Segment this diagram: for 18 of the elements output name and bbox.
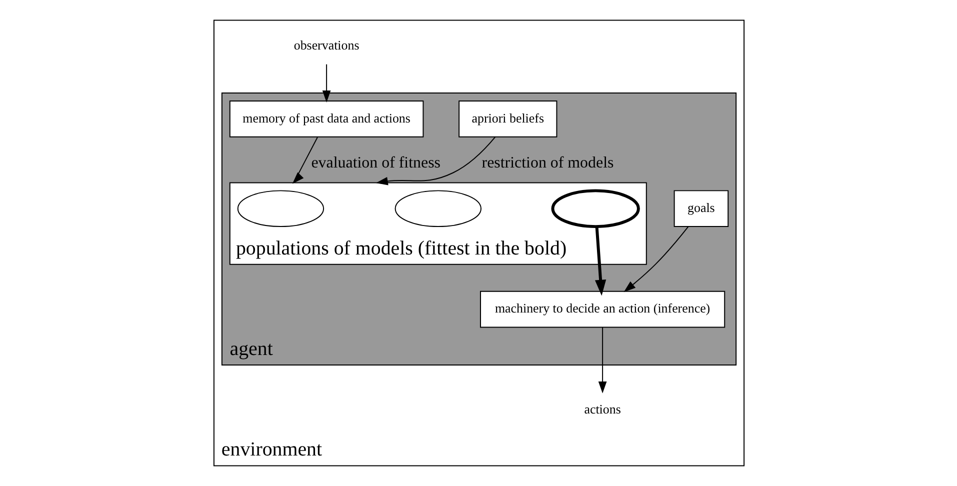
node-box: apriori beliefs bbox=[458, 100, 557, 138]
node-text: actions bbox=[584, 401, 620, 416]
cluster: populations of models (fittest in the bold) bbox=[228, 182, 646, 265]
arrow bbox=[598, 326, 606, 394]
edge-label: restriction of models bbox=[481, 154, 614, 172]
node-box: memory of past data and actions bbox=[228, 100, 424, 138]
node-ellipse bbox=[236, 190, 324, 228]
node-box: machinery to decide an action (inference) bbox=[480, 290, 725, 328]
arrow bbox=[322, 64, 330, 102]
arrow bbox=[594, 226, 606, 296]
edge-label: evaluation of fitness bbox=[310, 154, 440, 172]
arrow bbox=[375, 136, 496, 186]
arrow bbox=[623, 226, 688, 292]
node-text: observations bbox=[293, 38, 359, 53]
node-ellipse bbox=[394, 190, 481, 228]
node-ellipse bbox=[550, 189, 640, 228]
node-box: goals bbox=[673, 190, 728, 228]
arrow bbox=[292, 136, 318, 184]
